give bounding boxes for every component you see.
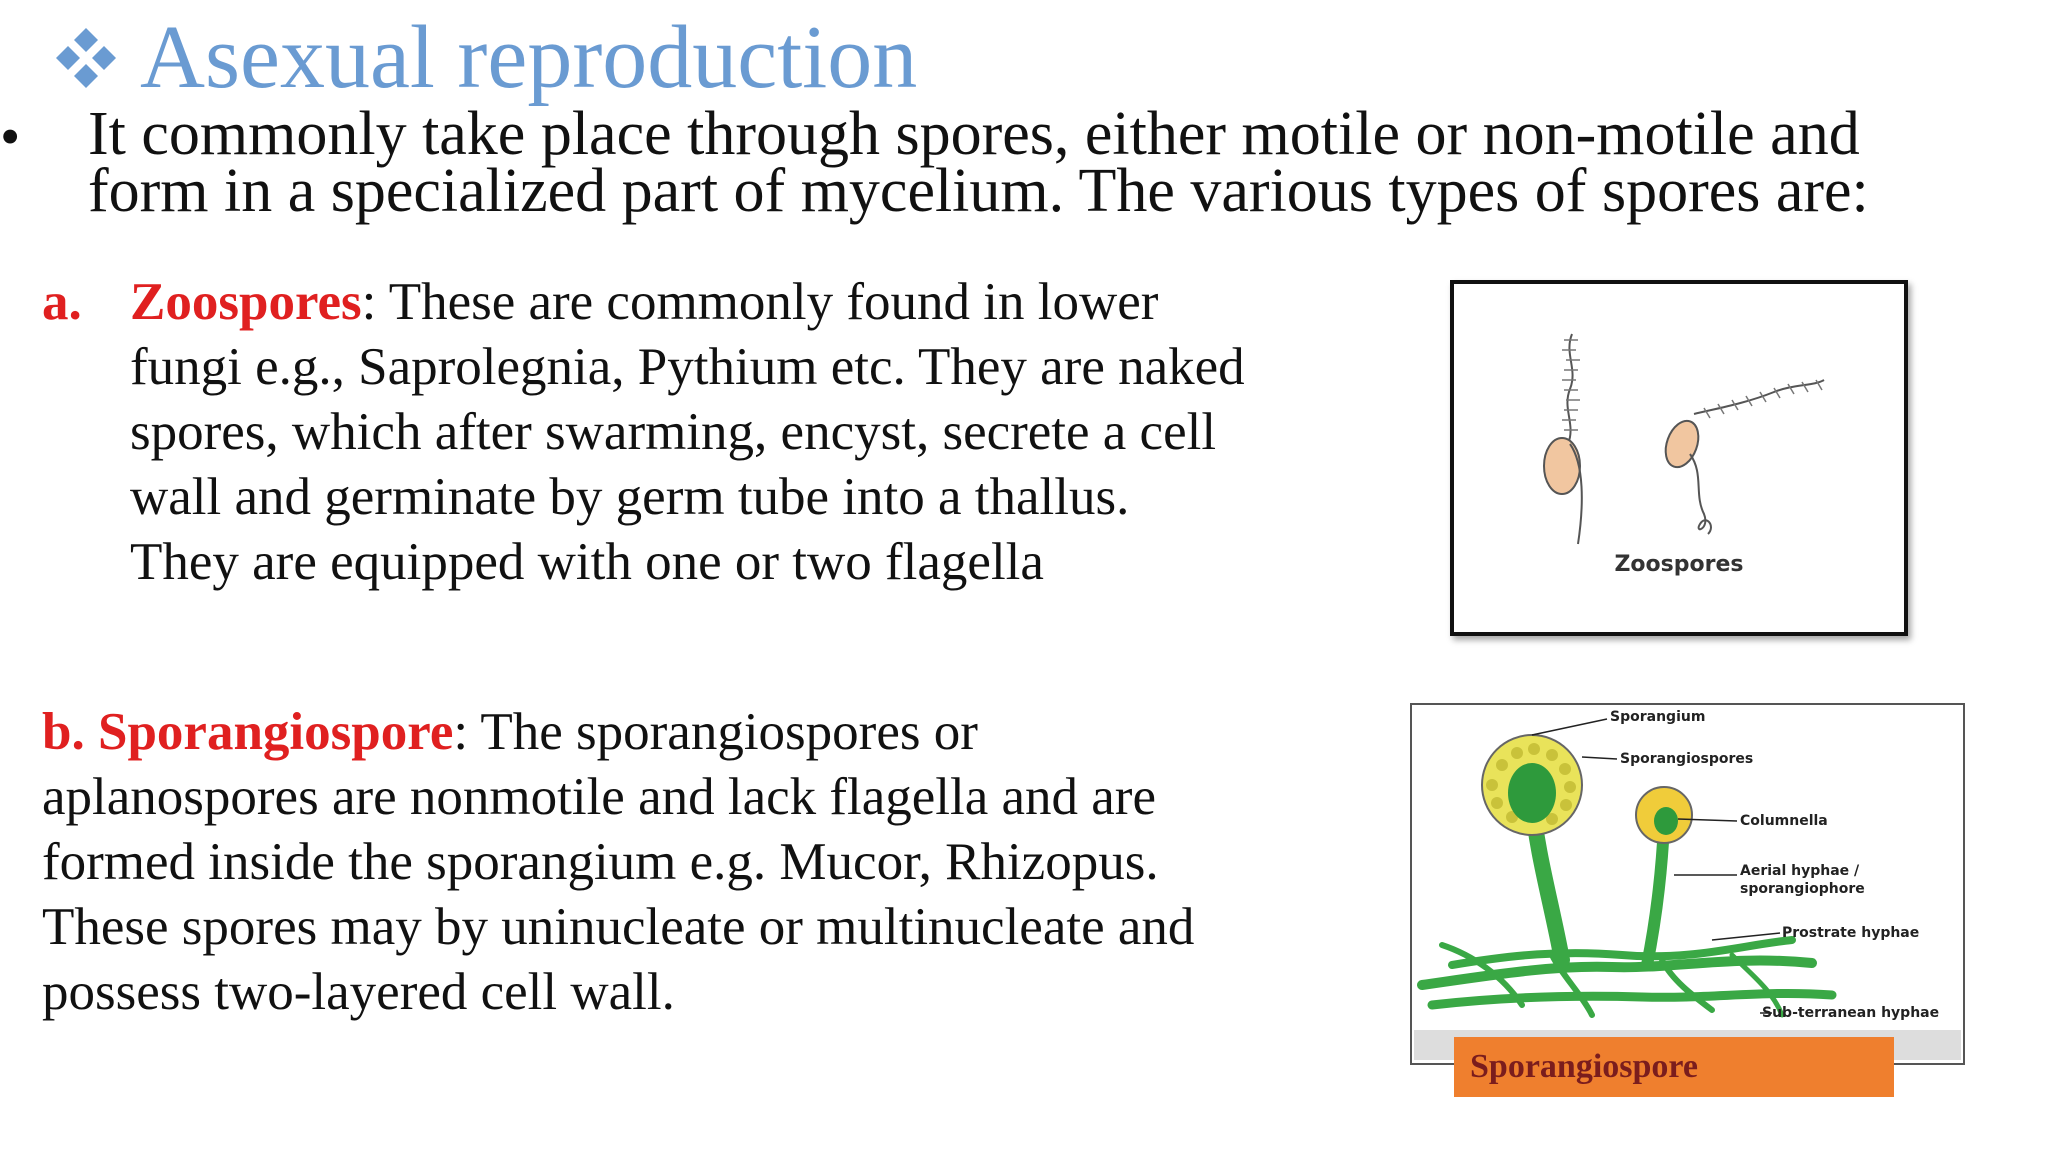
paragraph-line: wall and germinate by germ tube into a t… — [130, 468, 1130, 526]
paragraph-line: formed inside the sporangium e.g. Mucor,… — [42, 833, 1159, 891]
intro-line: form in a specialized part of mycelium. … — [88, 157, 1869, 225]
paragraph-line: spores, which after swarming, encyst, se… — [130, 403, 1217, 461]
intro-line: It commonly take place through spores, e… — [88, 100, 1860, 168]
label-prostrate-hyphae: Prostrate hyphae — [1782, 925, 1920, 941]
term-definition-start: : The sporangiospores or — [453, 703, 978, 761]
paragraph-line: b. Sporangiospore: The sporangiospores o… — [42, 700, 1402, 765]
zoospores-paragraph: a. Zoospores: These are commonly found i… — [42, 270, 1402, 595]
term-zoospores: Zoospores — [130, 273, 362, 331]
sporangiospore-caption: Sporangiospore — [1454, 1037, 1894, 1097]
label-columnella: Columnella — [1740, 813, 1828, 829]
bullet-dot: • — [0, 104, 21, 169]
item-marker-a: a. — [42, 273, 82, 331]
four-diamond-bullet-icon — [56, 28, 116, 88]
label-subterranean-hyphae: Sub-terranean hyphae — [1762, 1005, 1940, 1021]
sporangiospore-figure: Sporangium Sporangiospores Columnella Ae… — [1410, 703, 1965, 1065]
zoospores-figure: Zoospores — [1450, 280, 1908, 636]
zoospores-illustration — [1543, 333, 1825, 545]
paragraph-line: They are equipped with one or two flagel… — [130, 533, 1044, 591]
term-definition-start: : These are commonly found in lower — [361, 273, 1159, 331]
paragraph-line: Zoospores: These are commonly found in l… — [130, 270, 1402, 335]
title-row: Asexual reproduction — [46, 8, 917, 108]
intro-text: It commonly take place through spores, e… — [88, 100, 2038, 225]
label-sporangiospores: Sporangiospores — [1620, 751, 1754, 767]
slide-title: Asexual reproduction — [140, 8, 918, 107]
sporangiospore-paragraph: b. Sporangiospore: The sporangiospores o… — [42, 700, 1402, 1025]
paragraph-line: fungi e.g., Saprolegnia, Pythium etc. Th… — [130, 338, 1245, 396]
paragraph-line: possess two-layered cell wall. — [42, 963, 675, 1021]
term-sporangiospore: b. Sporangiospore — [42, 703, 454, 761]
zoospores-caption: Zoospores — [1614, 552, 1744, 577]
paragraph-line: aplanospores are nonmotile and lack flag… — [42, 768, 1156, 826]
label-sporangiophore: sporangiophore — [1740, 881, 1865, 897]
label-aerial-hyphae: Aerial hyphae / — [1740, 863, 1860, 879]
label-sporangium: Sporangium — [1610, 709, 1706, 725]
paragraph-line: These spores may by uninucleate or multi… — [42, 898, 1195, 956]
